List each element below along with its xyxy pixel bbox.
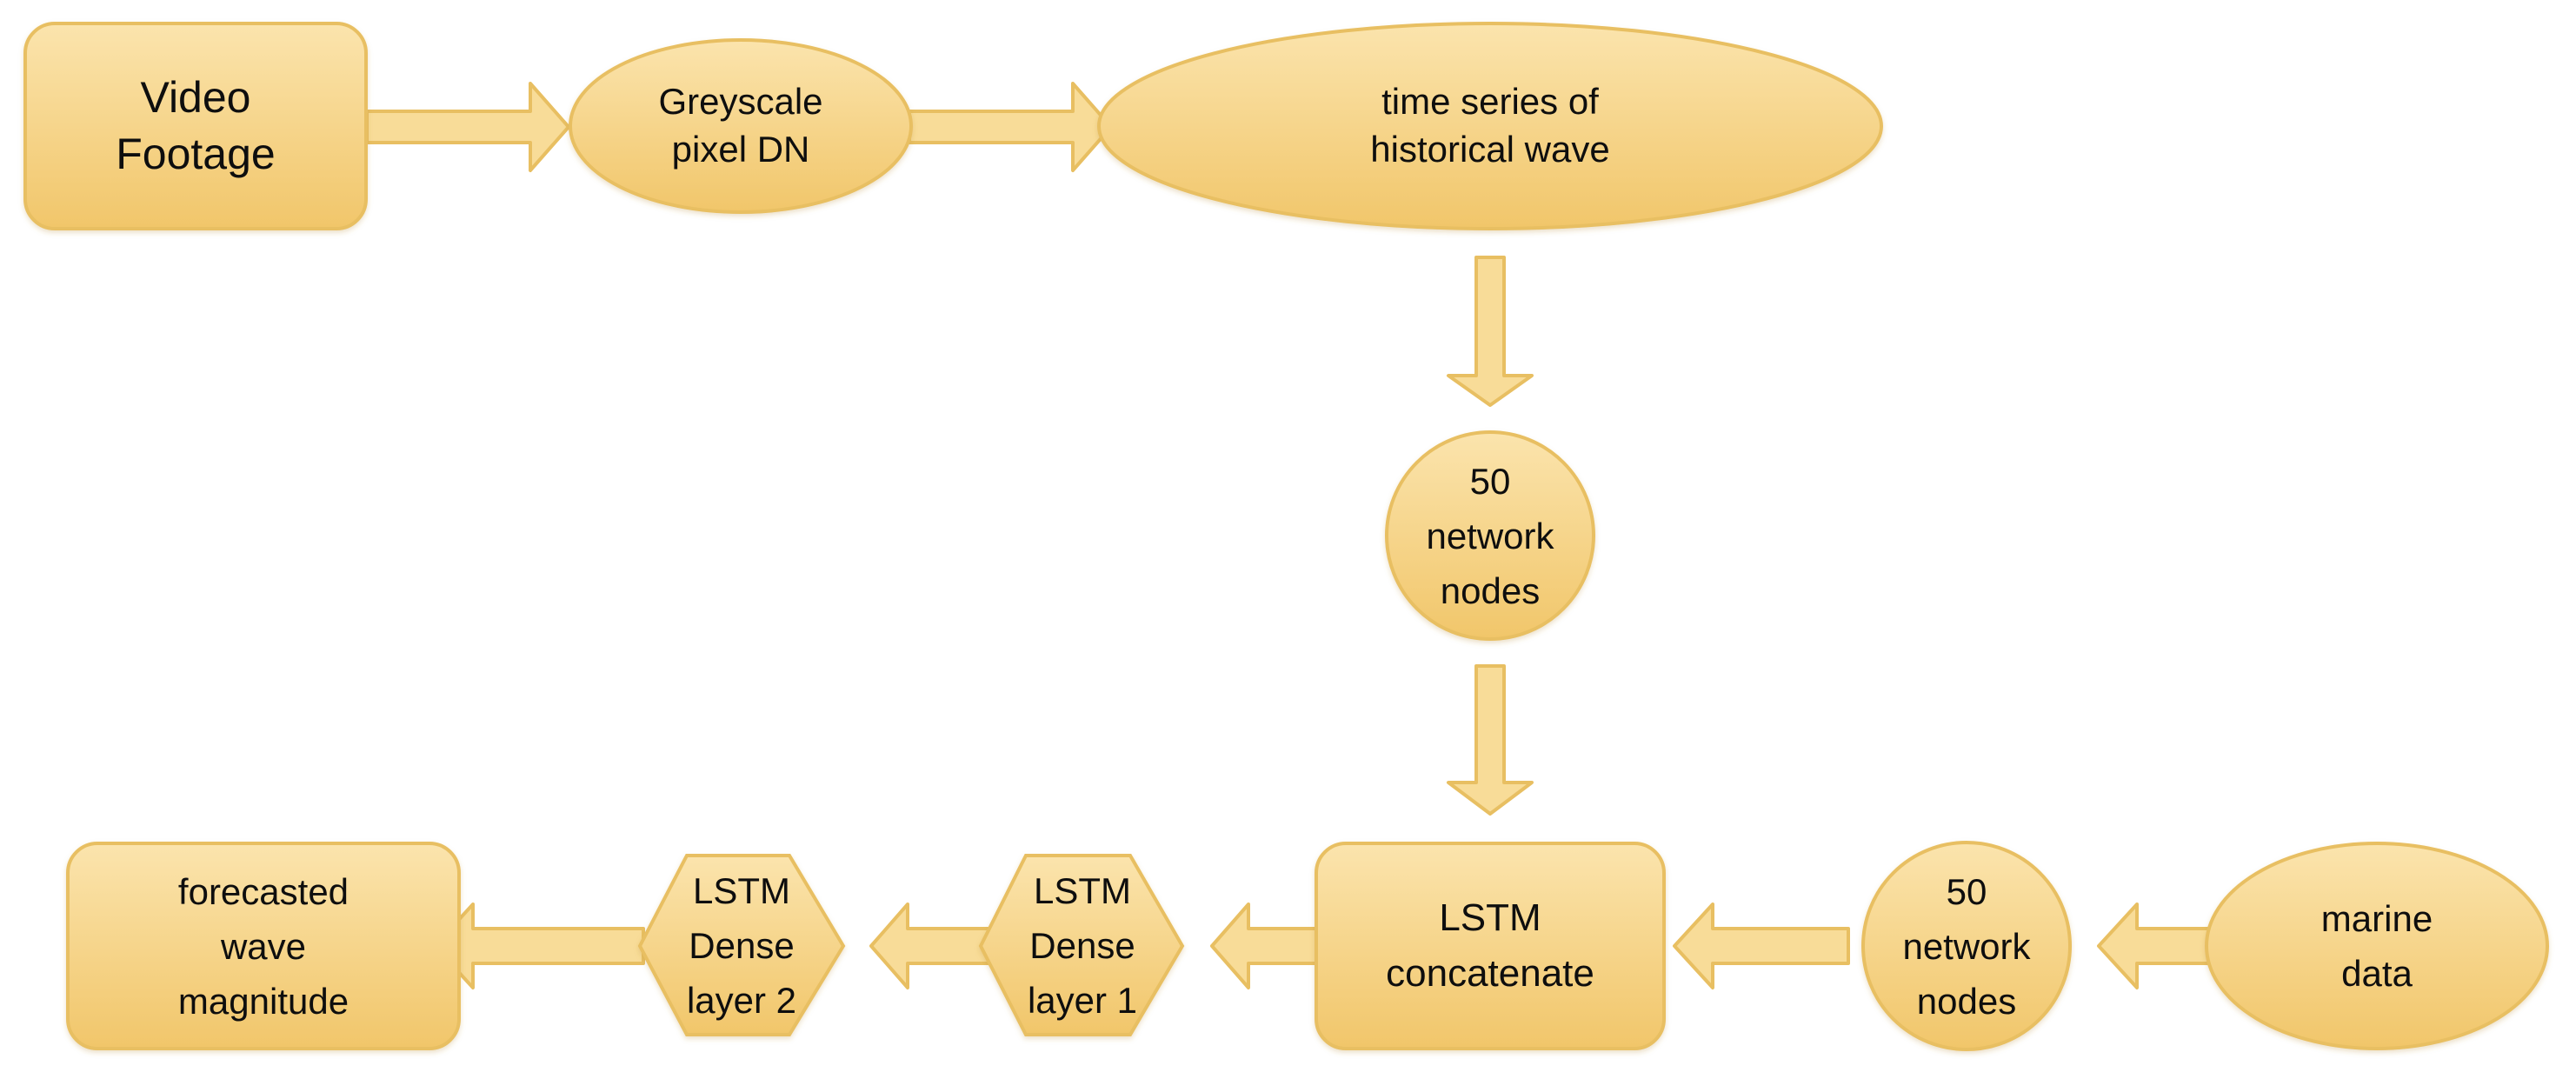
video-footage-box xyxy=(23,22,368,230)
greyscale-pixel-dn-ellipse xyxy=(569,38,913,214)
arrow-dense1-to-dense2 xyxy=(869,902,998,989)
lstm-dense-layer-1-hexagon xyxy=(978,854,1185,1036)
network-nodes-circle-lower xyxy=(1861,841,2072,1051)
lstm-dense-layer-2-hexagon xyxy=(637,854,846,1036)
historical-wave-ellipse xyxy=(1097,22,1883,230)
arrow-video-to-greyscale xyxy=(365,82,570,172)
arrow-nodes-to-concatenate xyxy=(1447,664,1534,816)
arrow-timeseries-to-nodes xyxy=(1447,256,1534,407)
marine-data-ellipse xyxy=(2205,842,2549,1050)
network-nodes-circle-upper xyxy=(1385,430,1595,641)
lstm-concatenate-box xyxy=(1315,842,1666,1050)
arrow-nodes-to-concatenate-lower xyxy=(1673,902,1850,989)
arrow-greyscale-to-timeseries xyxy=(908,82,1113,172)
forecasted-wave-box xyxy=(66,842,461,1050)
arrow-dense2-to-forecast xyxy=(433,902,645,989)
